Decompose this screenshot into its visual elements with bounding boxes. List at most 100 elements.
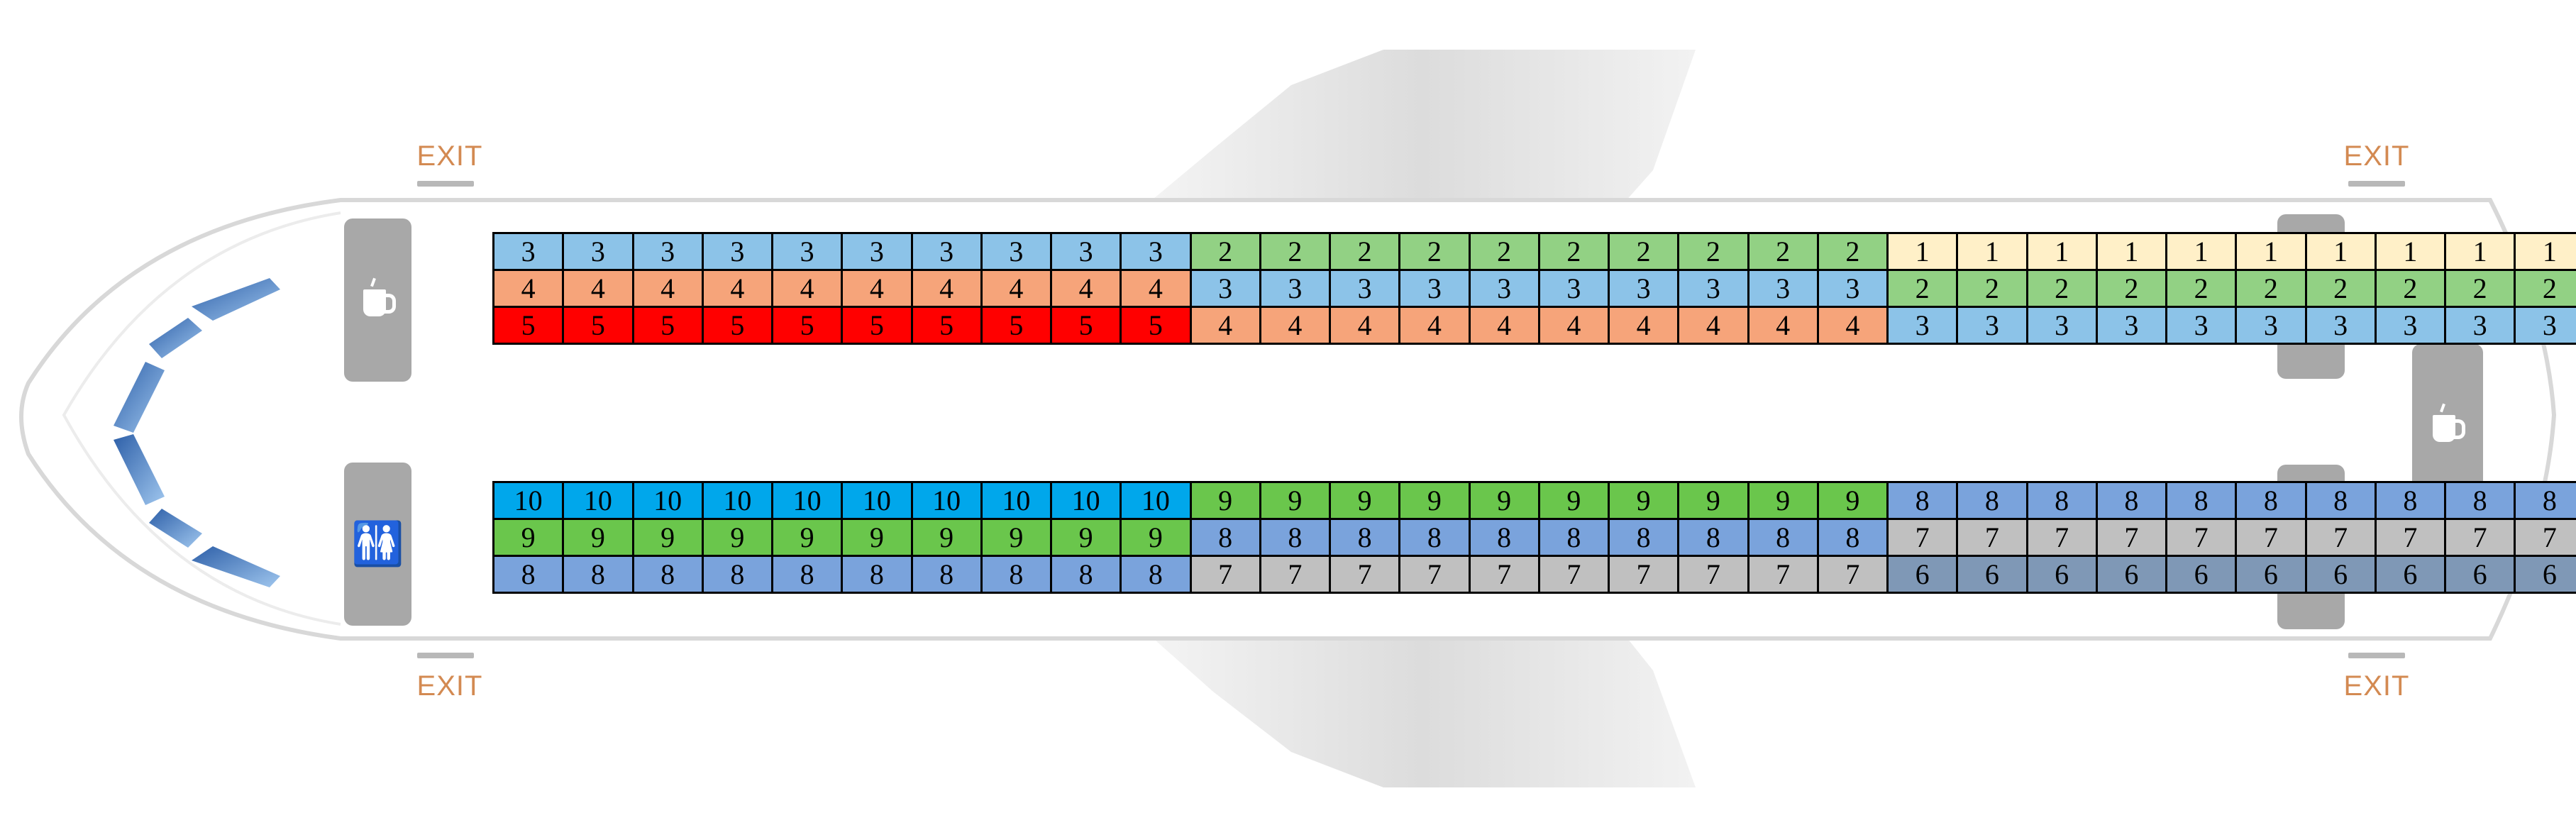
seat: 3 [2097,308,2167,345]
seat: 3 [1470,271,1540,308]
exit-marker [417,181,474,187]
seat: 2 [2306,271,2377,308]
seat: 3 [1818,271,1889,308]
seat: 9 [1539,483,1610,520]
seat: 8 [1818,520,1889,557]
seat: 6 [2028,557,2098,594]
seat: 8 [2167,483,2238,520]
seat: 5 [634,308,704,345]
seat: 8 [1679,520,1749,557]
seat: 8 [1331,520,1401,557]
seat: 8 [773,557,844,594]
seat: 7 [1191,557,1261,594]
seat: 7 [1679,557,1749,594]
seat: 7 [1470,557,1540,594]
seat: 10 [773,483,844,520]
seat: 8 [634,557,704,594]
seat: 1 [2306,234,2377,271]
seat: 7 [1261,557,1331,594]
seat: 7 [1749,557,1819,594]
seat: 4 [1331,308,1401,345]
seat: 3 [773,234,844,271]
exit-label-rear-upper: EXIT [2343,140,2410,172]
seat: 4 [564,271,634,308]
seat: 5 [1122,308,1192,345]
seat: 2 [2097,271,2167,308]
seat: 7 [1610,557,1680,594]
seat: 10 [703,483,773,520]
seat: 3 [1679,271,1749,308]
seat: 3 [1749,271,1819,308]
seat: 7 [2237,520,2307,557]
exit-label-rear-lower: EXIT [2343,670,2410,702]
seat: 10 [912,483,983,520]
seat: 9 [1470,483,1540,520]
seat: 4 [634,271,704,308]
seat: 8 [912,557,983,594]
seat: 9 [1610,483,1680,520]
seat: 9 [1818,483,1889,520]
seat: 4 [982,271,1052,308]
seat: 7 [1539,557,1610,594]
seat: 1 [2376,234,2446,271]
seat: 9 [912,520,983,557]
seat: 3 [634,234,704,271]
seat: 2 [2446,271,2516,308]
seat: 4 [843,271,913,308]
seat: 3 [2516,308,2576,345]
seat: 1 [2097,234,2167,271]
seat: 6 [2446,557,2516,594]
seat: 7 [2097,520,2167,557]
seat: 1 [1889,234,1959,271]
seat: 1 [2167,234,2238,271]
galley-front [344,218,411,382]
seat: 4 [912,271,983,308]
seat: 7 [2167,520,2238,557]
seat: 4 [1400,308,1471,345]
seat: 3 [1331,271,1401,308]
seat: 5 [843,308,913,345]
coffee-cup-icon [2430,403,2465,448]
coffee-cup-icon [360,277,396,322]
seat: 3 [703,234,773,271]
seat: 5 [912,308,983,345]
seat: 10 [1122,483,1192,520]
upper-wing [1149,50,1696,202]
seat: 8 [2446,483,2516,520]
seat: 7 [2028,520,2098,557]
seat: 9 [982,520,1052,557]
seat: 9 [1331,483,1401,520]
seat: 7 [1958,520,2028,557]
seat: 8 [703,557,773,594]
seat: 10 [982,483,1052,520]
seat: 9 [1749,483,1819,520]
seat: 3 [2376,308,2446,345]
seat: 9 [634,520,704,557]
seat: 8 [1191,520,1261,557]
seat: 8 [2028,483,2098,520]
seat: 2 [1191,234,1261,271]
seat: 7 [1331,557,1401,594]
seat: 5 [703,308,773,345]
seat: 5 [564,308,634,345]
seat: 8 [843,557,913,594]
seat: 3 [1400,271,1471,308]
seat: 3 [1122,234,1192,271]
seat: 7 [2306,520,2377,557]
seat: 3 [2446,308,2516,345]
seat: 5 [773,308,844,345]
seat: 3 [1539,271,1610,308]
seat: 8 [1122,557,1192,594]
seat: 1 [2446,234,2516,271]
seat: 3 [2028,308,2098,345]
seat: 4 [1470,308,1540,345]
seat: 9 [773,520,844,557]
seat: 10 [1052,483,1122,520]
seat: 4 [494,271,565,308]
seat: 8 [1400,520,1471,557]
seat: 4 [703,271,773,308]
seat: 9 [1400,483,1471,520]
